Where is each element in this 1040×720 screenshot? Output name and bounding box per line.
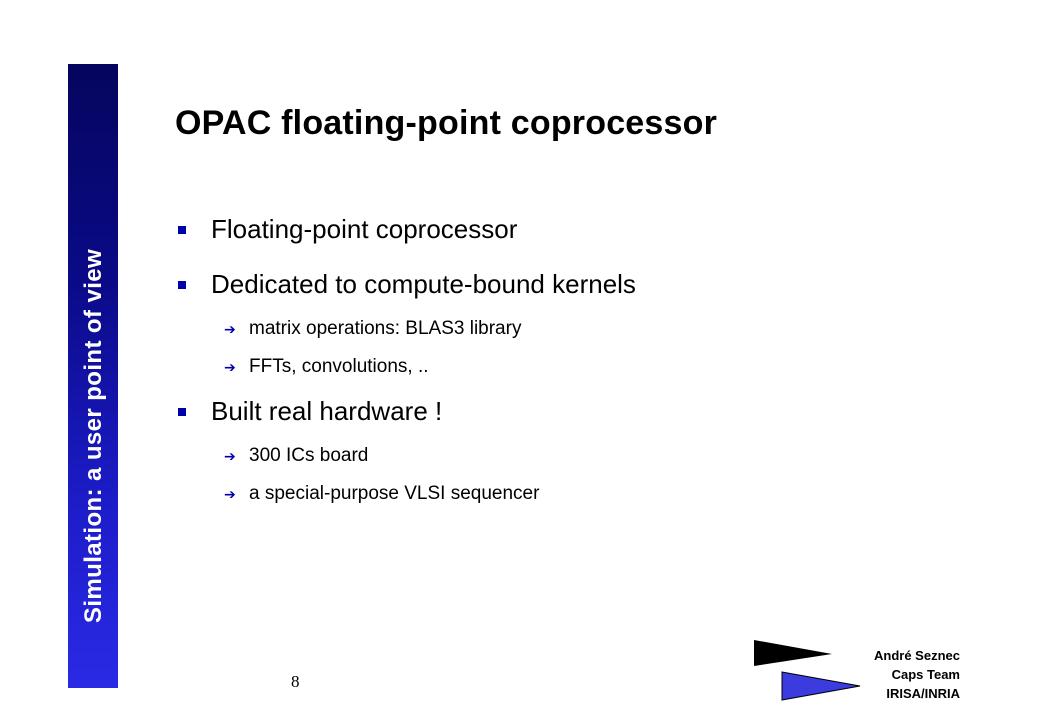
arrow-bullet-icon: ➔	[224, 360, 236, 376]
sidebar-title: Simulation: a user point of view	[80, 248, 107, 624]
square-bullet-icon	[178, 408, 186, 416]
bullet-text: Built real hardware !	[211, 396, 443, 426]
blue-flag	[781, 671, 861, 701]
arrow-bullet-icon: ➔	[224, 449, 236, 465]
sub-bullet-text: 300 ICs board	[249, 445, 369, 466]
slide-title: OPAC floating-point coprocessor	[175, 104, 718, 142]
sub-bullet-text: matrix operations: BLAS3 library	[249, 318, 522, 339]
arrow-bullet-icon: ➔	[224, 487, 236, 503]
page-number: 8	[291, 672, 300, 691]
black-flag	[754, 640, 832, 666]
team-name: Caps Team	[891, 667, 960, 682]
square-bullet-icon	[178, 281, 186, 289]
arrow-bullet-icon: ➔	[224, 322, 236, 338]
square-bullet-icon	[178, 226, 186, 234]
author-block: André Seznec Caps Team IRISA/INRIA	[874, 646, 960, 703]
institution-name: IRISA/INRIA	[886, 686, 960, 701]
bullet-text: Floating-point coprocessor	[211, 214, 518, 244]
logo-flags-icon	[754, 640, 861, 701]
sub-bullet-text: a special-purpose VLSI sequencer	[249, 483, 540, 504]
sidebar-band	[68, 64, 118, 688]
bullet-text: Dedicated to compute-bound kernels	[211, 269, 636, 299]
author-name: André Seznec	[874, 648, 960, 663]
sub-bullet-text: FFTs, convolutions, ..	[249, 356, 429, 377]
